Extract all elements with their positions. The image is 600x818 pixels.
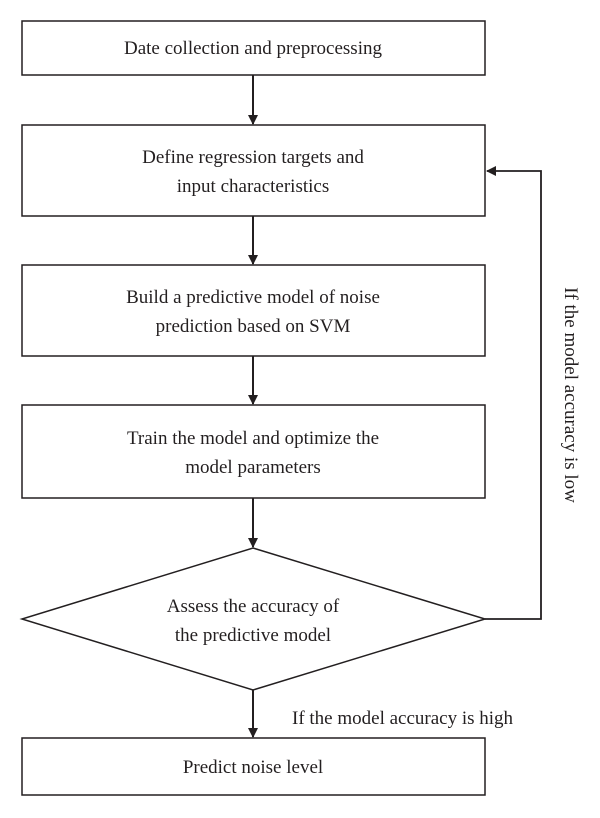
step-data-collection-label: Date collection and preprocessing [124, 38, 382, 59]
decision-label-line1: Assess the accuracy of [167, 596, 340, 617]
step-build-model-label-line1: Build a predictive model of noise [126, 287, 380, 308]
step-predict-noise: Predict noise level [21, 737, 486, 796]
step-define-targets: Define regression targets and input char… [21, 124, 486, 217]
step-define-targets-box [21, 124, 486, 217]
step-predict-noise-box [21, 737, 486, 796]
step-train-model-box [21, 404, 486, 499]
step-train-model-label-line1: Train the model and optimize the [127, 428, 379, 449]
step-train-model-label-line2: model parameters [185, 457, 321, 478]
label-accuracy-high: If the model accuracy is high [292, 708, 514, 729]
decision-assess-accuracy: Assess the accuracy of the predictive mo… [19, 547, 488, 691]
step-define-targets-label-line1: Define regression targets and [142, 147, 364, 168]
step-build-model: Build a predictive model of noise predic… [21, 264, 486, 357]
step-train-model: Train the model and optimize the model p… [21, 404, 486, 499]
step-data-collection-box [21, 20, 486, 76]
feedback-loop-arrow [485, 166, 542, 620]
step-data-collection: Date collection and preprocessing [21, 20, 486, 76]
decision-diamond [19, 547, 488, 691]
step-predict-noise-label: Predict noise level [183, 757, 323, 778]
decision-label-line2: the predictive model [175, 625, 331, 646]
step-build-model-box [21, 264, 486, 357]
step-build-model-label-line2: prediction based on SVM [156, 316, 351, 337]
step-define-targets-label-line2: input characteristics [177, 176, 329, 197]
label-accuracy-low: If the model accuracy is low [560, 287, 581, 503]
